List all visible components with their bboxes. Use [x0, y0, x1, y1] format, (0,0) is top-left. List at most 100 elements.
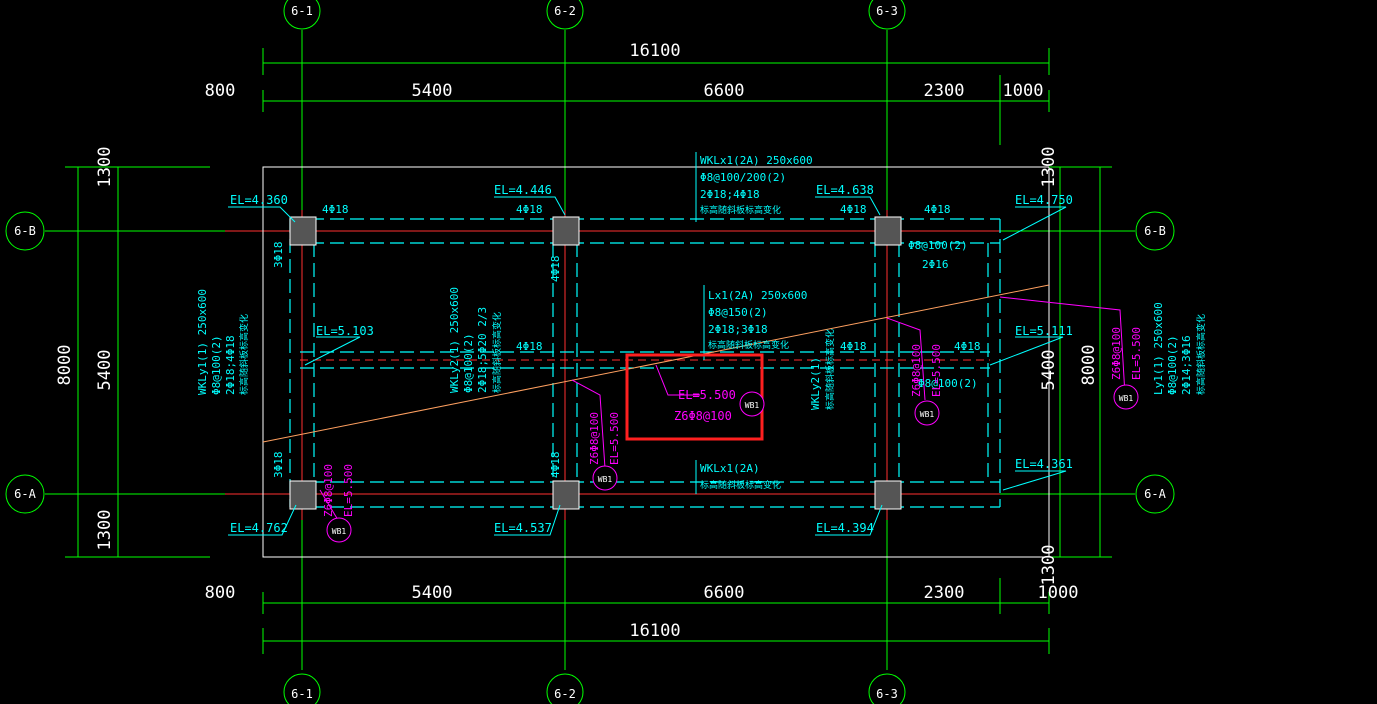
- axis-bubble-6-B-left: 6-B: [5, 211, 45, 251]
- rebar-label: 2Φ16: [922, 258, 949, 271]
- dim-top-seg: 5400: [412, 81, 453, 101]
- axis-label: 6-2: [554, 4, 576, 18]
- dim-bottom-overall: 16100: [629, 621, 680, 641]
- rebar-label: 3Φ18: [272, 452, 285, 479]
- beam-annotation-wkly2-left: WKLy2(1) 250x600 Φ8@100(2) 2Φ18;5Φ20 2/3…: [448, 287, 503, 393]
- svg-text:2Φ18;4Φ18: 2Φ18;4Φ18: [224, 335, 237, 395]
- slab-frame: [262, 166, 1050, 558]
- svg-text:WB1: WB1: [332, 527, 347, 536]
- rebar-label: 4Φ18: [549, 452, 562, 479]
- rebar-label: Φ8@100(2): [918, 377, 978, 390]
- dim-right-total: 8000: [1079, 345, 1099, 386]
- slab-annotation-mid-right: Z6Φ8@100 EL=5.500 WB1: [910, 344, 943, 426]
- beam-annotation-ly1-right: Ly1(1) 250x600 Φ8@100(2) 2Φ14;3Φ16 标高随斜板…: [1152, 302, 1207, 395]
- rebar-label: Φ8@100(2): [908, 239, 968, 252]
- svg-text:Φ8@100/200(2): Φ8@100/200(2): [700, 171, 786, 184]
- axis-bubble-6-A-left: 6-A: [5, 474, 45, 514]
- axis-red-lines: [225, 210, 1000, 520]
- svg-text:Φ8@100(2): Φ8@100(2): [1166, 335, 1179, 395]
- axis-bubble-6-2-top: 6-2: [546, 0, 584, 30]
- rebar-label: 3Φ18: [272, 242, 285, 269]
- axis-bubble-6-3-bottom: 6-3: [868, 673, 906, 704]
- svg-text:标高随斜板标高变化: 标高随斜板标高变化: [700, 479, 781, 491]
- beam-annotation-wkly2-right: WKLy2(1) 标高随斜板标高变化: [809, 329, 836, 410]
- axis-label: 6-B: [14, 224, 36, 238]
- svg-text:EL=5.500: EL=5.500: [342, 464, 355, 517]
- beam-annotation-lx1: Lx1(2A) 250x600 Φ8@150(2) 2Φ18;3Φ18 标高随斜…: [708, 289, 807, 351]
- axis-label: 6-1: [291, 4, 313, 18]
- axis-label: 6-1: [291, 687, 313, 701]
- column-6A-2: [552, 480, 580, 510]
- dimension-texts: 16100 800 5400 6600 2300 1000 800 5400 6…: [55, 41, 1099, 641]
- column-6A-1: [289, 480, 317, 510]
- svg-text:2Φ18;5Φ20 2/3: 2Φ18;5Φ20 2/3: [476, 307, 489, 393]
- svg-text:Lx1(2A) 250x600: Lx1(2A) 250x600: [708, 289, 807, 302]
- axis-label: 6-3: [876, 4, 898, 18]
- svg-text:标高随斜板标高变化: 标高随斜板标高变化: [708, 339, 789, 351]
- svg-text:WKLx1(2A) 250x600: WKLx1(2A) 250x600: [700, 154, 813, 167]
- rebar-label: 4Φ18: [322, 203, 349, 216]
- svg-text:WKLy2(1) 250x600: WKLy2(1) 250x600: [448, 287, 461, 393]
- rebar-label: 4Φ18: [924, 203, 951, 216]
- slab-bubble-label: WB1: [745, 401, 760, 410]
- svg-text:Φ8@150(2): Φ8@150(2): [708, 306, 768, 319]
- elevation-label: EL=4.750: [1015, 193, 1073, 207]
- axis-label: 6-A: [14, 487, 36, 501]
- dim-top-seg: 6600: [704, 81, 745, 101]
- svg-text:标高随斜板标高变化: 标高随斜板标高变化: [1195, 314, 1207, 395]
- axis-label: 6-2: [554, 687, 576, 701]
- svg-text:Z6Φ8@100: Z6Φ8@100: [910, 344, 923, 397]
- dim-top-seg: 1000: [1003, 81, 1044, 101]
- svg-text:标高随斜板标高变化: 标高随斜板标高变化: [491, 312, 503, 393]
- dim-left-seg: 5400: [95, 350, 115, 391]
- slab-highlight-annotation[interactable]: EL=5.500 Z6Φ8@100 WB1: [674, 388, 765, 423]
- svg-text:标高随斜板标高变化: 标高随斜板标高变化: [700, 204, 781, 216]
- axis-bubbles: 6-1 6-2 6-3 6-1 6-2 6-3 6-B 6-A: [5, 0, 1175, 704]
- leader-lines: [228, 152, 1067, 536]
- elevation-labels: EL=4.360 EL=4.446 EL=4.638 EL=4.750 EL=5…: [230, 183, 1073, 535]
- rebar-label: 4Φ18: [516, 203, 543, 216]
- axis-bubble-6-1-bottom: 6-1: [283, 673, 321, 704]
- axis-label: 6-B: [1144, 224, 1166, 238]
- svg-text:WB1: WB1: [1119, 394, 1134, 403]
- axis-bubble-6-3-top: 6-3: [868, 0, 906, 30]
- svg-text:2Φ14;3Φ16: 2Φ14;3Φ16: [1180, 335, 1193, 395]
- svg-text:EL=5.500: EL=5.500: [930, 344, 943, 397]
- elevation-label: EL=4.537: [494, 521, 552, 535]
- svg-text:WKLy1(1) 250x600: WKLy1(1) 250x600: [196, 289, 209, 395]
- column-6B-2: [552, 216, 580, 246]
- dim-bottom-seg: 2300: [924, 583, 965, 603]
- svg-text:Z6Φ8@100: Z6Φ8@100: [322, 464, 335, 517]
- svg-text:标高随斜板标高变化: 标高随斜板标高变化: [238, 314, 250, 395]
- beam-annotation-wklx1-bottom: WKLx1(2A) 标高随斜板标高变化: [700, 462, 781, 491]
- axis-bubble-6-2-bottom: 6-2: [546, 673, 584, 704]
- svg-text:WKLy2(1): WKLy2(1): [809, 357, 822, 410]
- dimension-lines: [65, 48, 1112, 654]
- rebar-label: 4Φ18: [840, 340, 867, 353]
- elevation-label: EL=4.762: [230, 521, 288, 535]
- column-6B-3: [874, 216, 902, 246]
- rebar-labels: 4Φ18 4Φ18 4Φ18 4Φ18 4Φ18 4Φ18 4Φ18 Φ8@10…: [272, 203, 981, 478]
- svg-text:WKLx1(2A): WKLx1(2A): [700, 462, 760, 475]
- dim-top-overall: 16100: [629, 41, 680, 61]
- slab-annotation-left: Z6Φ8@100 EL=5.500 WB1: [322, 464, 355, 543]
- axis-label: 6-3: [876, 687, 898, 701]
- slope-line: [262, 284, 1050, 443]
- axis-bubble-6-A-right: 6-A: [1135, 474, 1175, 514]
- columns: [289, 216, 902, 510]
- dim-bottom-seg: 6600: [704, 583, 745, 603]
- axis-bubble-6-1-top: 6-1: [283, 0, 321, 30]
- elevation-label: EL=4.446: [494, 183, 552, 197]
- svg-text:Ly1(1) 250x600: Ly1(1) 250x600: [1152, 302, 1165, 395]
- axis-label: 6-A: [1144, 487, 1166, 501]
- beam-annotation-wkly1-left: WKLy1(1) 250x600 Φ8@100(2) 2Φ18;4Φ18 标高随…: [196, 289, 250, 395]
- svg-text:WB1: WB1: [920, 410, 935, 419]
- dim-bottom-seg: 800: [205, 583, 236, 603]
- beam-annotation-wklx1-top: WKLx1(2A) 250x600 Φ8@100/200(2) 2Φ18;4Φ1…: [700, 154, 813, 216]
- column-6A-3: [874, 480, 902, 510]
- rebar-label: 4Φ18: [954, 340, 981, 353]
- svg-text:WB1: WB1: [598, 475, 613, 484]
- dim-top-seg: 800: [205, 81, 236, 101]
- dim-right-seg: 1300: [1039, 545, 1059, 586]
